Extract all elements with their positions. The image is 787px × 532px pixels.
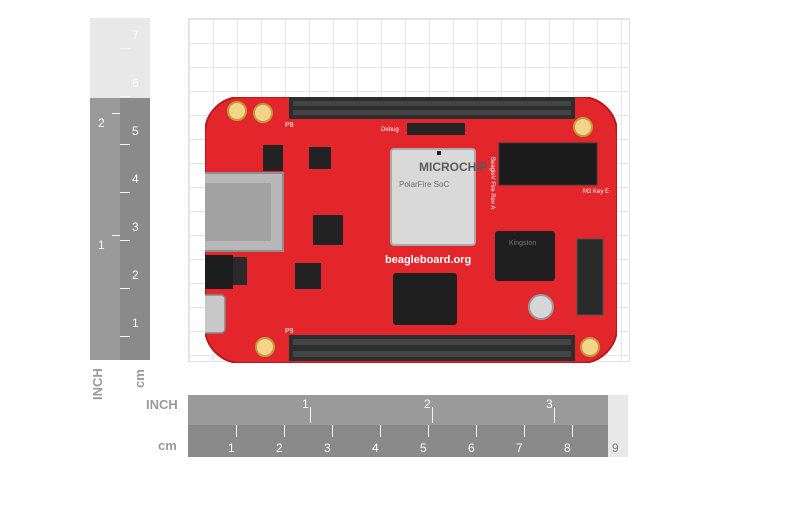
v-cm-number: 2 (132, 268, 139, 282)
h-cm-number: 9 (612, 441, 619, 455)
v-tick (120, 288, 130, 289)
h-cm-number: 2 (276, 441, 283, 455)
h-cm-number: 8 (564, 441, 571, 455)
h-cm-number: 7 (516, 441, 523, 455)
mounting-hole (580, 337, 600, 357)
standoff (528, 294, 554, 320)
horizontal-ruler-end (608, 395, 628, 457)
mounting-hole (253, 103, 273, 123)
logo-label: beagleboard.org (385, 254, 471, 266)
horizontal-ruler: 1 2 3 1 2 3 4 5 6 7 8 9 (188, 395, 628, 457)
h-tick (332, 425, 333, 437)
v-tick (120, 192, 130, 193)
h-tick (524, 425, 525, 437)
vertical-ruler-end (90, 18, 150, 98)
v-tick (120, 336, 130, 337)
h-cm-number: 1 (228, 441, 235, 455)
v-tick (120, 144, 130, 145)
usb-c-port (205, 294, 226, 334)
emmc-chip (495, 231, 555, 281)
h-tick (476, 425, 477, 437)
mounting-hole (227, 101, 247, 121)
camera-connector (576, 238, 604, 316)
h-tick (380, 425, 381, 437)
v-tick (120, 96, 130, 97)
h-tick (310, 407, 311, 423)
h-tick (554, 407, 555, 423)
chip-brand-label: MICROCHIP (419, 160, 488, 174)
polarfire-soc-chip (390, 148, 476, 246)
power-terminal (205, 255, 233, 289)
h-inch-number: 2 (424, 397, 431, 411)
slot-label: M2 Key E (583, 189, 609, 195)
mounting-hole (573, 117, 593, 137)
v-cm-number: 4 (132, 172, 139, 186)
v-cm-number: 6 (132, 76, 139, 90)
v-tick (112, 113, 120, 114)
v-cm-number: 7 (132, 28, 139, 42)
h-tick (428, 425, 429, 437)
h-tick (284, 425, 285, 437)
h-cm-number: 5 (420, 441, 427, 455)
chip-text-label: PolarFire SoC (399, 180, 449, 189)
h-tick (572, 425, 573, 437)
v-inch-unit-label: INCH (90, 368, 105, 400)
v-inch-number: 1 (98, 238, 105, 252)
h-cm-number: 6 (468, 441, 475, 455)
h-tick (432, 407, 433, 423)
header-p8-label: P8 (285, 122, 294, 129)
horizontal-inch-scale (188, 395, 628, 425)
small-ic (263, 145, 283, 171)
v-tick (120, 240, 130, 241)
small-ic (295, 263, 321, 289)
h-inch-number: 1 (302, 397, 309, 411)
h-inch-unit-label: INCH (146, 397, 178, 412)
top-pin-header (289, 97, 575, 119)
h-cm-number: 3 (324, 441, 331, 455)
debug-header (407, 123, 465, 135)
memory-chip (393, 273, 457, 325)
v-cm-unit-label: cm (132, 369, 147, 388)
header-p9-label: P9 (285, 328, 294, 335)
h-inch-number: 3 (546, 397, 553, 411)
h-cm-number: 4 (372, 441, 379, 455)
debug-label: Debug (381, 127, 399, 133)
horizontal-cm-scale (188, 425, 628, 457)
board-name-label: BeagleV Fire Rev A (489, 157, 495, 209)
v-tick (120, 48, 130, 49)
mem-brand-label: Kingston (509, 240, 536, 247)
v-cm-number: 3 (132, 220, 139, 234)
bottom-pin-header (289, 335, 575, 361)
mounting-hole (255, 337, 275, 357)
small-ic (309, 147, 331, 169)
beaglev-fire-board: MICROCHIP PolarFire SoC Kingston M2 Key … (205, 97, 617, 363)
v-inch-number: 2 (98, 116, 105, 130)
vertical-ruler: 2 1 7 6 5 4 3 2 1 (90, 18, 150, 360)
v-cm-number: 1 (132, 316, 139, 330)
v-cm-number: 5 (132, 124, 139, 138)
h-tick (236, 425, 237, 437)
h-cm-unit-label: cm (158, 438, 177, 453)
v-tick (112, 235, 120, 236)
small-ic (313, 215, 343, 245)
m2-slot (498, 142, 598, 186)
